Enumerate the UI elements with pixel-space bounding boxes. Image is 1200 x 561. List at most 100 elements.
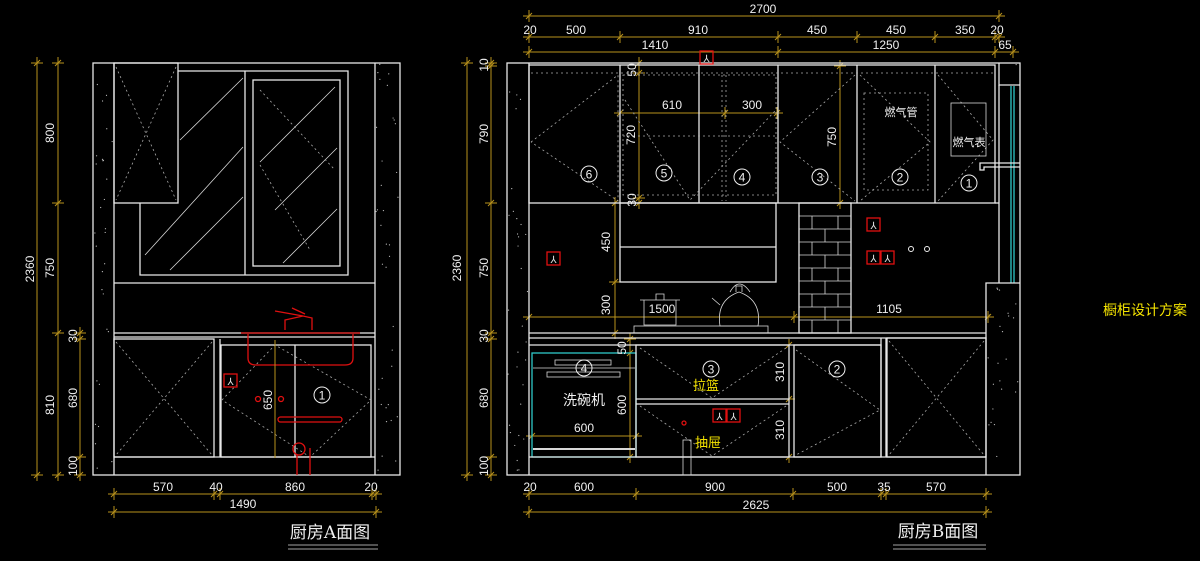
hatch-dot: [387, 403, 389, 406]
hatch-dot: [996, 288, 999, 290]
svg-text:⅄: ⅄: [226, 377, 234, 388]
dim-b-inner: 600: [574, 421, 594, 435]
hatch-dot: [388, 255, 391, 257]
hatch-dot: [523, 438, 525, 440]
hatch-dot: [512, 210, 514, 212]
svg-text:4: 4: [581, 362, 588, 376]
hatch-dot: [520, 403, 522, 405]
hatch-dot: [102, 293, 104, 295]
dim-tick: [632, 490, 640, 498]
socket-symbol: ⅄: [883, 254, 891, 265]
hatch-dot: [1001, 331, 1004, 333]
dim-tick: [773, 109, 781, 117]
hatch-dot: [96, 467, 98, 469]
dim-b-inner: 300: [742, 98, 762, 112]
brick-column: [798, 202, 852, 334]
hatch-dot: [1005, 358, 1007, 360]
dim-tick: [110, 508, 118, 516]
hatch-dot: [525, 359, 527, 361]
dim-tick: [463, 59, 471, 67]
dim-b-left: 10: [477, 58, 491, 72]
hatch-dot: [94, 232, 96, 234]
hatch-dot: [999, 325, 1001, 328]
base-cabinet-numbers: 4 3 2: [575, 359, 846, 378]
dim-tick: [487, 62, 495, 70]
hatch-dot: [386, 84, 388, 86]
dim-b-inner: 50: [625, 63, 639, 77]
hatch-dot: [95, 155, 98, 157]
hatch-dot: [396, 171, 398, 174]
dim-a-counter: 30: [66, 329, 80, 343]
upper-cabinet-a: [113, 62, 179, 204]
dim-a-w4: 20: [364, 480, 378, 494]
dim-a-base-total: 810: [43, 395, 57, 415]
hatch-dot: [999, 380, 1001, 382]
svg-text:1: 1: [319, 389, 326, 403]
dim-b-inner: 610: [662, 98, 682, 112]
elevation-a: ⅄ 650 1 2360 800 750 30 810 680 100 570 …: [23, 62, 401, 550]
outlet-hole-icon: [924, 246, 930, 252]
wall-hatch: [94, 63, 1019, 471]
pot-icon: [640, 293, 680, 326]
hatch-dot: [1015, 303, 1017, 305]
hatch-dot: [520, 223, 522, 226]
dim-b-inner: 450: [599, 232, 613, 252]
dim-tick: [774, 33, 782, 41]
socket-frame: [699, 50, 714, 65]
svg-text:5: 5: [661, 167, 668, 181]
hatch-dot: [376, 209, 379, 211]
dim-tick: [487, 471, 495, 479]
socket-icon: ⅄: [866, 217, 881, 232]
hatch-dot: [379, 63, 381, 65]
hatch-dot: [1000, 388, 1003, 390]
dim-a-total-width: 1490: [230, 497, 257, 511]
dim-tick: [463, 471, 471, 479]
hatch-dot: [992, 383, 995, 385]
svg-text:4: 4: [739, 171, 746, 185]
design-scheme-title: 橱柜设计方案: [1103, 302, 1187, 319]
dim-tick: [982, 508, 990, 516]
dim-tick: [54, 471, 62, 479]
elevation-a-title: 厨房A面图: [290, 523, 370, 543]
dim-b-bottom: 570: [926, 480, 946, 494]
dim-tick: [790, 313, 798, 321]
dim-tick: [525, 12, 533, 20]
dim-b-bottom: 900: [705, 480, 725, 494]
hatch-dot: [392, 117, 394, 119]
dim-tick: [54, 329, 62, 337]
base-cabinet-b-2: [793, 338, 887, 458]
hatch-dot: [1008, 315, 1010, 317]
hatch-dot: [377, 72, 379, 74]
hatch-dot: [101, 289, 103, 291]
hatch-dot: [1015, 63, 1017, 66]
dim-tick: [372, 490, 380, 498]
hatch-dot: [380, 403, 382, 406]
dim-tick: [368, 490, 376, 498]
dim-tick: [995, 33, 1003, 41]
hatch-dot: [509, 431, 512, 434]
dim-tick: [635, 69, 643, 77]
dim-b-inner: 300: [599, 295, 613, 315]
dim-a-upper: 800: [43, 123, 57, 143]
hatch-dot: [381, 263, 384, 265]
hatch-dot: [381, 160, 383, 162]
dim-b-inner: 720: [624, 125, 638, 145]
window: [139, 70, 349, 276]
outlet-hole-icon: [908, 246, 914, 252]
hatch-dot: [394, 123, 396, 125]
dim-tick: [33, 59, 41, 67]
hatch-dot: [515, 108, 517, 110]
hatch-dot: [391, 349, 393, 351]
hatch-dot: [988, 424, 990, 426]
hatch-dot: [996, 455, 998, 458]
dim-tick: [372, 508, 380, 516]
hatch-dot: [94, 443, 97, 445]
dim-tick: [76, 471, 84, 479]
dim-b-top: 500: [566, 23, 586, 37]
hatch-dot: [393, 119, 395, 121]
socket-frame: [712, 408, 727, 423]
hatch-dot: [391, 365, 393, 367]
dim-tick: [836, 62, 844, 70]
hatch-dot: [375, 210, 377, 213]
